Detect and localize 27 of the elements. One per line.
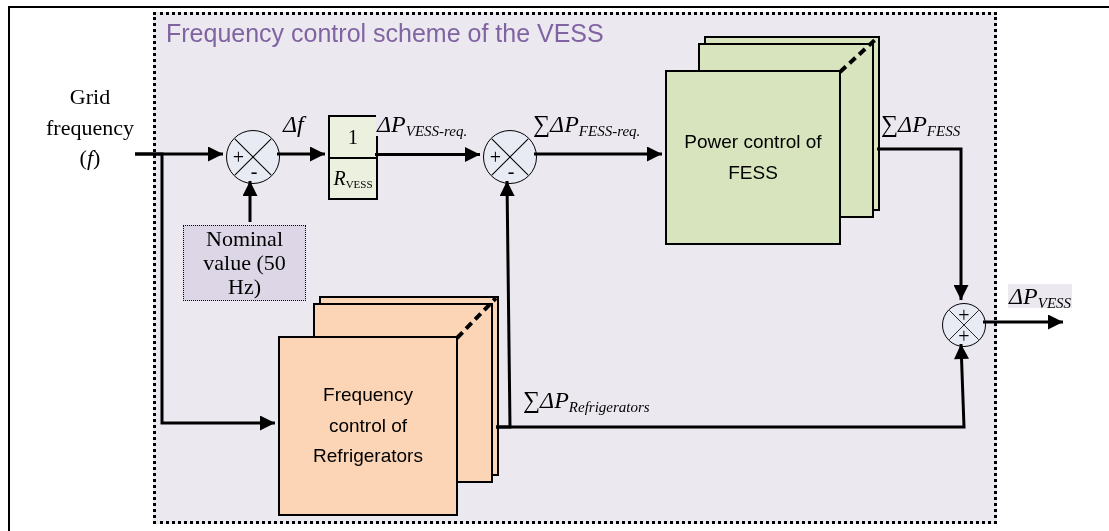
signal-arrow	[877, 147, 969, 300]
signal-arrow	[983, 314, 1063, 330]
gain-block	[328, 115, 378, 200]
stacked-process-box	[278, 296, 499, 516]
process-box: Power control of FESS	[665, 70, 841, 245]
sign-label: +	[958, 325, 970, 346]
dashed-group-box	[153, 12, 997, 524]
sign-label: +	[489, 147, 502, 167]
summing-junction	[942, 303, 986, 347]
sign-label: -	[250, 160, 258, 181]
signal-arrow	[135, 152, 275, 431]
edge-label: ΔP$_{VESS}$	[1008, 284, 1073, 308]
sign-label: +	[232, 147, 245, 167]
denominator: R$_{VESS}$	[332, 166, 374, 192]
signal-arrow	[534, 146, 662, 162]
sign-label: +	[958, 304, 970, 325]
reference-box: Nominal value (50 Hz)	[183, 225, 306, 301]
group-title: Frequency control scheme of the VESS	[166, 21, 604, 46]
sign-label: -	[507, 160, 515, 181]
stacked-process-box	[665, 36, 880, 245]
signal-arrow	[496, 343, 970, 429]
signal-arrow	[277, 146, 325, 162]
summing-junction	[226, 130, 280, 184]
signal-arrow	[242, 181, 258, 222]
input-label: Grid frequency (f)	[40, 78, 140, 178]
signal-arrow	[375, 147, 480, 162]
process-box: Frequency control of Refrigerators	[278, 336, 458, 516]
